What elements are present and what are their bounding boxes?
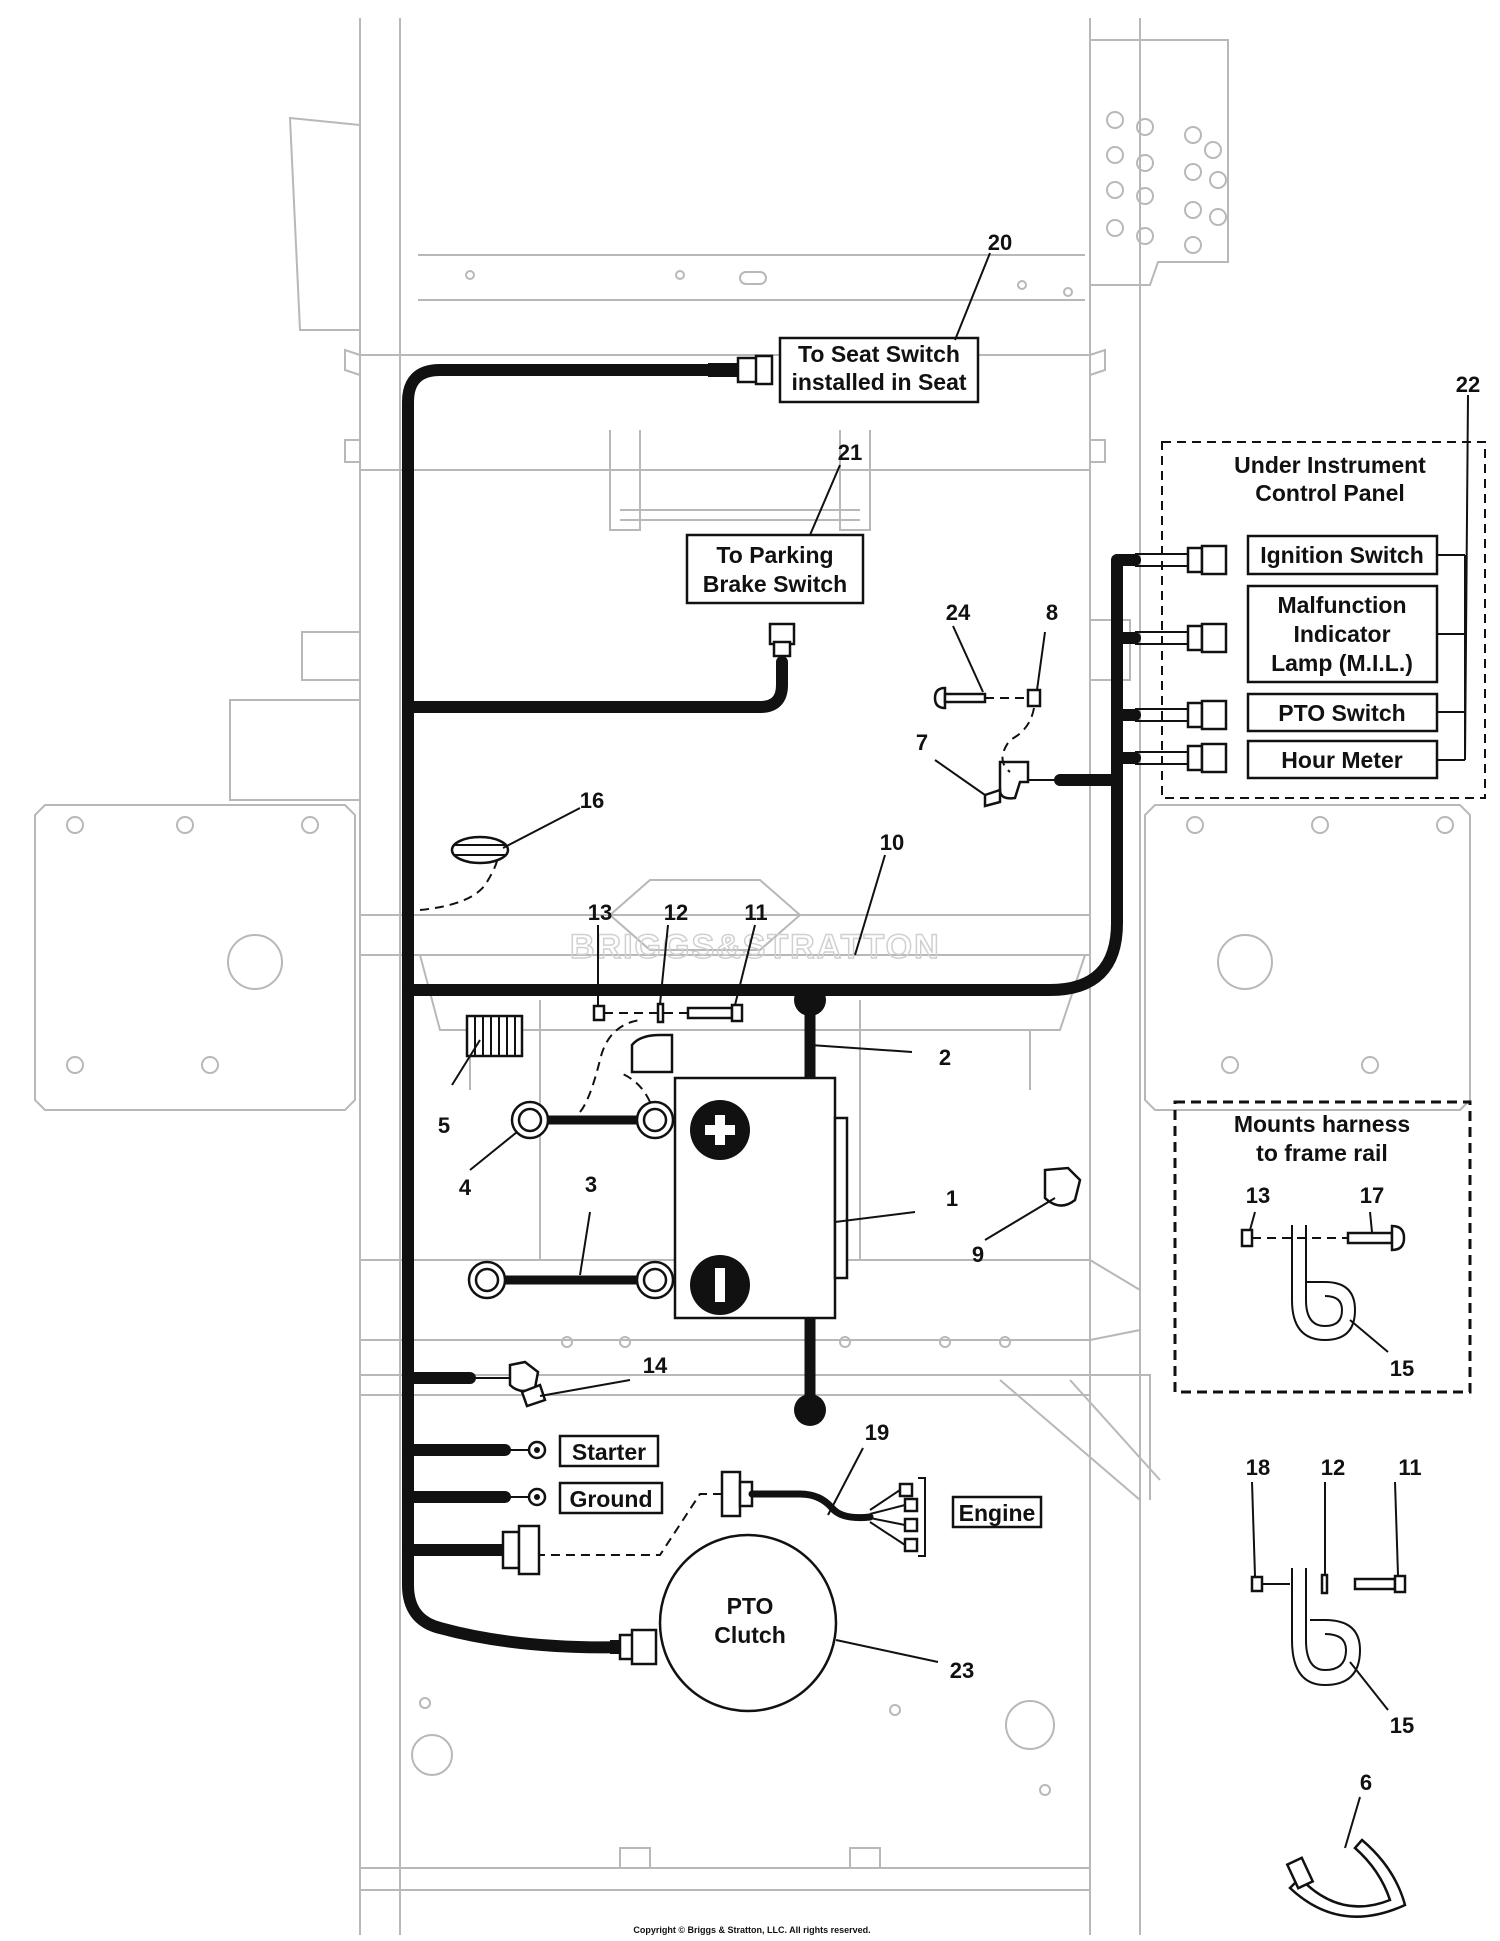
seat-switch-label-2: installed in Seat xyxy=(791,369,966,395)
callout-2: 2 xyxy=(939,1045,951,1070)
panel-connectors xyxy=(1135,544,1228,774)
hardware-fasteners xyxy=(592,1002,744,1024)
pto-clutch-label-1: PTO xyxy=(727,1593,774,1619)
callout-11: 11 xyxy=(744,900,767,925)
callout-15b: 15 xyxy=(1390,1713,1414,1738)
mounts-label-1: Mounts harness xyxy=(1234,1111,1410,1137)
plate-holes xyxy=(1106,111,1227,254)
engine-harness xyxy=(720,1470,926,1557)
seat-switch-label-1: To Seat Switch xyxy=(798,341,960,367)
panel-group-label-1: Under Instrument xyxy=(1234,452,1426,478)
engine-label: Engine xyxy=(959,1500,1036,1526)
seat-switch-connector xyxy=(708,354,774,386)
mil-label-2: Indicator xyxy=(1293,621,1390,647)
callout-24: 24 xyxy=(946,600,971,625)
callout-7: 7 xyxy=(916,730,928,755)
pto-clutch-connector xyxy=(610,1628,658,1666)
callout-numbers: 20 21 22 24 8 7 16 10 13 12 11 2 5 4 3 1… xyxy=(438,230,1480,1795)
callout-23: 23 xyxy=(950,1658,974,1683)
label-boxes xyxy=(558,336,1486,1529)
ignition-switch-label: Ignition Switch xyxy=(1260,542,1424,568)
mount-detail-parts xyxy=(1240,1224,1407,1918)
watermark-text: BRIGGS&STRATTON xyxy=(570,928,941,966)
callout-20: 20 xyxy=(988,230,1012,255)
callout-4: 4 xyxy=(459,1175,472,1200)
leader-lines xyxy=(451,252,1399,1849)
panel-group-label-2: Control Panel xyxy=(1255,480,1405,506)
callout-1: 1 xyxy=(946,1186,958,1211)
callout-10: 10 xyxy=(880,830,904,855)
lower-harness-connector xyxy=(501,1524,541,1576)
copyright-text: Copyright © Briggs & Stratton, LLC. All … xyxy=(633,1925,870,1935)
callout-9: 9 xyxy=(972,1242,984,1267)
callout-8: 8 xyxy=(1046,600,1058,625)
parking-brake-connector xyxy=(768,622,796,658)
battery-cables xyxy=(467,1019,675,1300)
parts xyxy=(450,686,1407,1918)
callout-16: 16 xyxy=(580,788,604,813)
callout-3: 3 xyxy=(585,1172,597,1197)
mil-label-1: Malfunction xyxy=(1277,592,1406,618)
connectors xyxy=(419,354,1228,1666)
callout-18: 18 xyxy=(1246,1455,1270,1480)
callout-21: 21 xyxy=(838,440,862,465)
callout-5: 5 xyxy=(438,1113,450,1138)
ring-terminals xyxy=(505,1440,547,1507)
callout-6: 6 xyxy=(1360,1770,1372,1795)
parking-brake-label-1: To Parking xyxy=(716,542,833,568)
harness-clamps xyxy=(470,760,1082,1408)
callout-17: 17 xyxy=(1360,1183,1384,1208)
mil-label-3: Lamp (M.I.L.) xyxy=(1271,650,1413,676)
callout-14: 14 xyxy=(643,1353,668,1378)
pto-clutch xyxy=(658,1533,838,1713)
callout-11b: 11 xyxy=(1398,1455,1421,1480)
ground-label: Ground xyxy=(569,1486,652,1512)
grommet xyxy=(450,835,510,865)
hour-meter-label: Hour Meter xyxy=(1281,747,1402,773)
label-text: To Seat Switch installed in Seat To Park… xyxy=(569,341,1426,1648)
callout-12b: 12 xyxy=(1321,1455,1345,1480)
pto-clutch-label-2: Clutch xyxy=(714,1622,786,1648)
fuse-block xyxy=(465,1014,524,1058)
callout-13b: 13 xyxy=(1246,1183,1270,1208)
callout-12: 12 xyxy=(664,900,688,925)
callout-19: 19 xyxy=(865,1420,889,1445)
callout-15: 15 xyxy=(1390,1356,1414,1381)
bolt-and-nut xyxy=(933,686,1060,781)
callout-13: 13 xyxy=(588,900,612,925)
parking-brake-label-2: Brake Switch xyxy=(703,571,847,597)
callout-22: 22 xyxy=(1456,372,1480,397)
pto-switch-label: PTO Switch xyxy=(1278,700,1405,726)
mounts-label-2: to frame rail xyxy=(1256,1140,1388,1166)
starter-label: Starter xyxy=(572,1439,646,1465)
battery xyxy=(673,1076,849,1320)
